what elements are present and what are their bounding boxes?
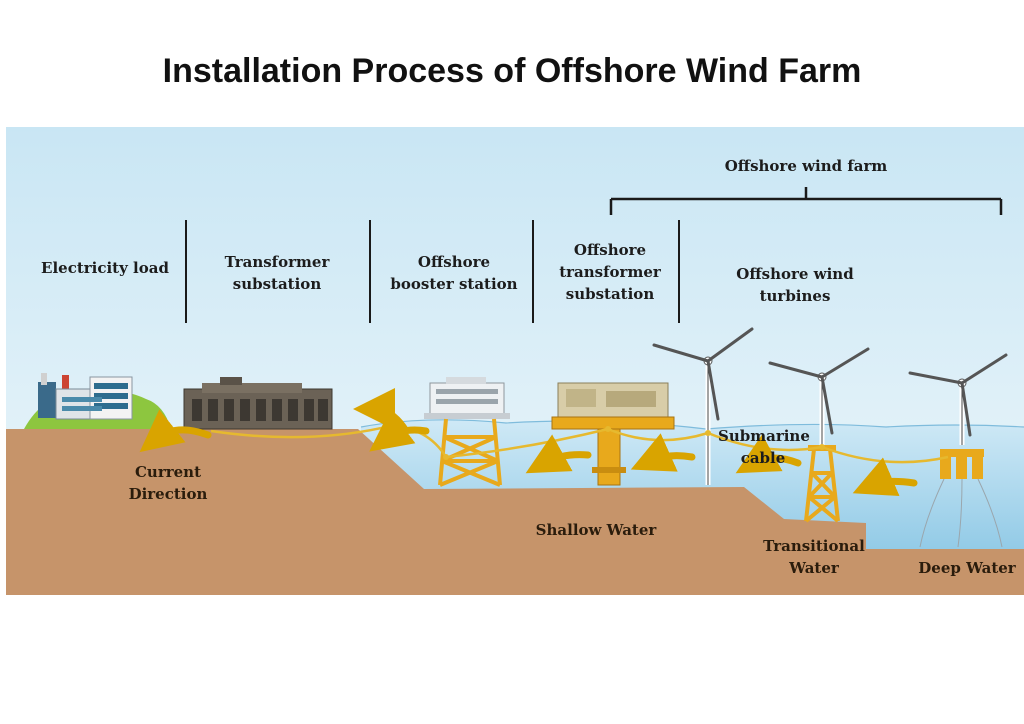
shallow-water-label: Shallow Water	[535, 521, 657, 539]
transformer-substation-label: Transformer substation	[224, 253, 330, 293]
offshore-booster-station-label: Offshore booster station	[390, 253, 518, 293]
transformer-substation-icon	[183, 377, 333, 430]
wind-turbine-icon	[908, 353, 1008, 548]
seabed-terrain	[6, 429, 1024, 595]
electricity-load-label: Electricity load	[41, 259, 169, 277]
transitional-water-label: Transitional Water	[763, 537, 865, 577]
offshore-wind-farm-label: Offshore wind farm	[724, 157, 888, 175]
offshore-transformer-substation-icon	[551, 382, 675, 486]
page-title: Installation Process of Offshore Wind Fa…	[162, 52, 862, 90]
current-direction-arrows	[139, 388, 918, 497]
power-plant-icon	[38, 373, 133, 420]
cable-nodes	[443, 426, 825, 460]
deep-water-label: Deep Water	[918, 559, 1016, 577]
offshore-wind-turbines-label: Offshore wind turbines	[736, 265, 854, 305]
offshore-transformer-substation-label: Offshore transformer substation	[559, 241, 661, 303]
wind-turbine-icon	[652, 327, 754, 485]
current-direction-label: Current Direction	[128, 463, 208, 503]
submarine-cable-label: Submarine cable	[718, 427, 810, 467]
wind-farm-bracket	[609, 187, 1003, 215]
diagram-scene: Offshore wind farm Electricity load Tran…	[6, 127, 1024, 595]
column-dividers	[185, 220, 680, 323]
diagram-canvas	[6, 127, 1024, 595]
